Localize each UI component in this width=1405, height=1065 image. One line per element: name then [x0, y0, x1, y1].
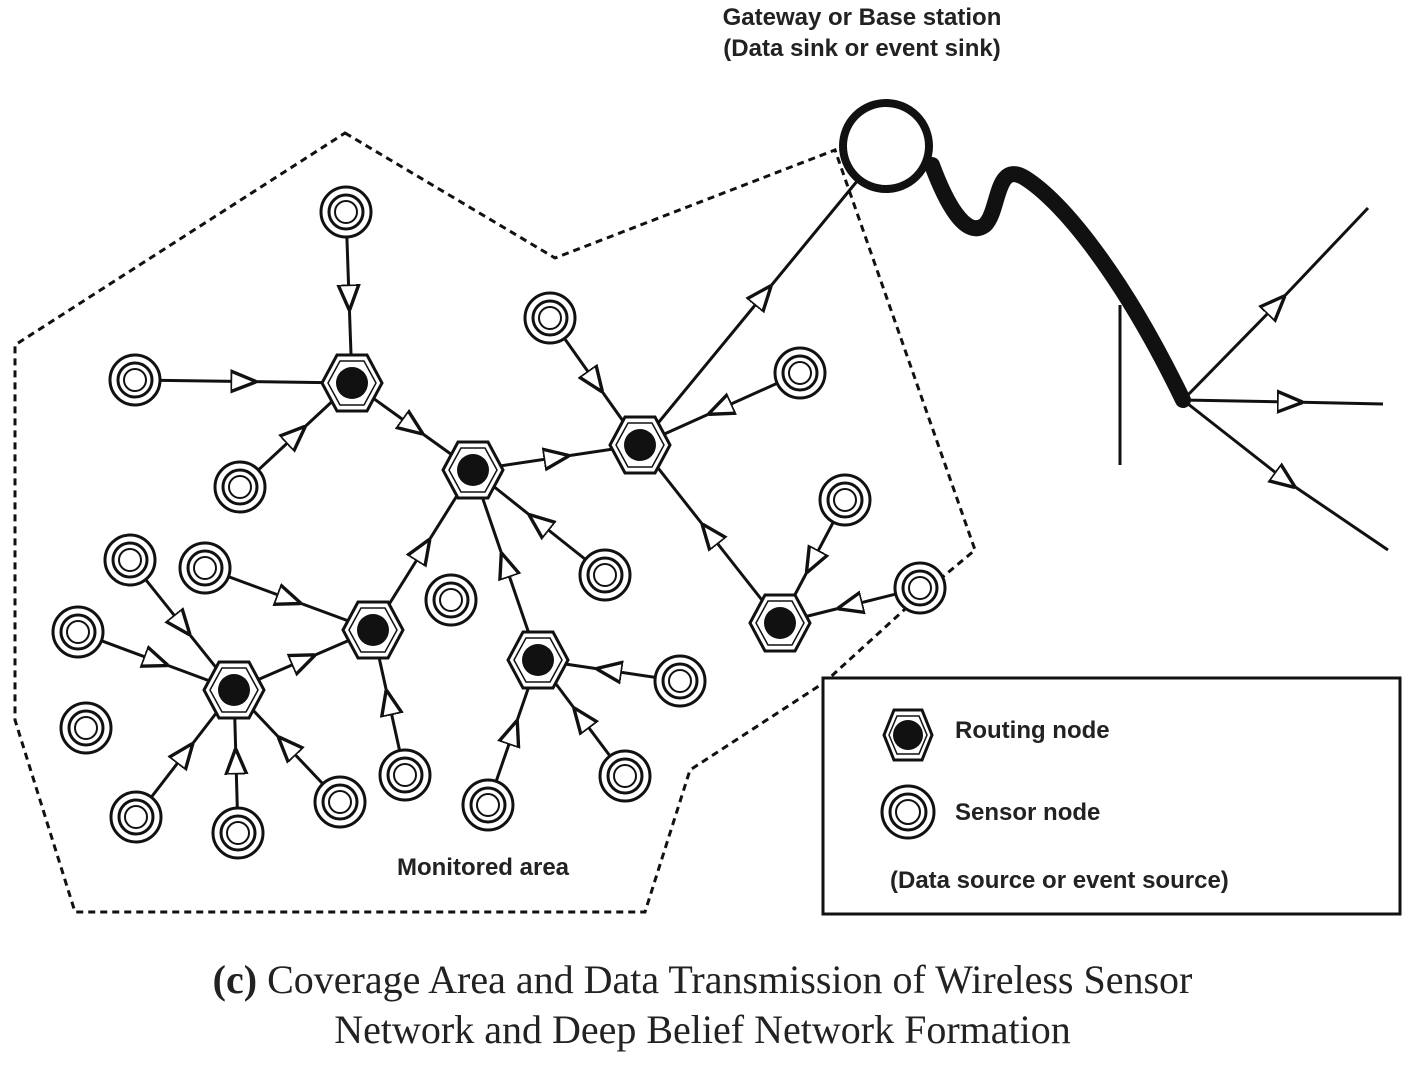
sensor-node [893, 561, 947, 615]
sensor-node [108, 353, 162, 407]
sensor-node [51, 605, 105, 659]
link-R7-R3 [638, 444, 782, 624]
sensor-node [598, 749, 652, 803]
sensor-node [378, 748, 432, 802]
routing-node [441, 440, 505, 500]
link-s10-R4 [204, 566, 374, 632]
sensor-node [103, 533, 157, 587]
routing-node [506, 630, 570, 690]
sensor-node [213, 460, 267, 514]
sensor-node [773, 346, 827, 400]
legend-source-label: (Data source or event source) [890, 867, 1229, 894]
routing-node [748, 593, 812, 653]
legend-sensor-icon [880, 784, 936, 840]
routing-node [341, 600, 405, 660]
legend: Routing node Sensor node (Data source or… [821, 676, 1402, 916]
sensor-node [523, 291, 577, 345]
monitored-area-boundary [13, 131, 977, 914]
sensor-node [178, 541, 232, 595]
monitored-area-label: Monitored area [397, 854, 570, 881]
wsn-diagram: Gateway or Base station (Data sink or ev… [13, 4, 1402, 916]
link-s5-R3 [639, 371, 801, 447]
legend-routing-label: Routing node [955, 717, 1110, 744]
routing-node [320, 353, 384, 413]
sensor-node [313, 775, 367, 829]
gateway-subtitle: (Data sink or event sink) [723, 35, 1000, 62]
sensor-node [109, 790, 163, 844]
sensor-node [461, 778, 515, 832]
caption-line2: Network and Deep Belief Network Formatio… [334, 1007, 1071, 1052]
legend-sensor-label: Sensor node [955, 799, 1100, 826]
caption-prefix: (c) [212, 957, 258, 1002]
gateway-title: Gateway or Base station [723, 4, 1002, 31]
figure-caption: (c) Coverage Area and Data Transmission … [0, 955, 1405, 1055]
sensor-node [319, 185, 373, 239]
sensor-node [424, 573, 478, 627]
link-R3-G [638, 145, 888, 446]
legend-routing-icon [882, 708, 934, 762]
routing-node [202, 660, 266, 720]
sensor-node [653, 654, 707, 708]
gateway-wire [924, 157, 1389, 552]
sensor-node [59, 701, 113, 755]
link-R6-R2 [471, 469, 540, 661]
link-s2-R1 [134, 380, 353, 383]
nodes-group [51, 185, 947, 860]
sensor-node [818, 473, 872, 527]
caption-line1: Coverage Area and Data Transmission of W… [267, 957, 1193, 1002]
sensor-node [211, 806, 265, 860]
sensor-node [578, 548, 632, 602]
routing-node [608, 415, 672, 475]
gateway-node [839, 99, 933, 193]
links-group [77, 145, 921, 834]
